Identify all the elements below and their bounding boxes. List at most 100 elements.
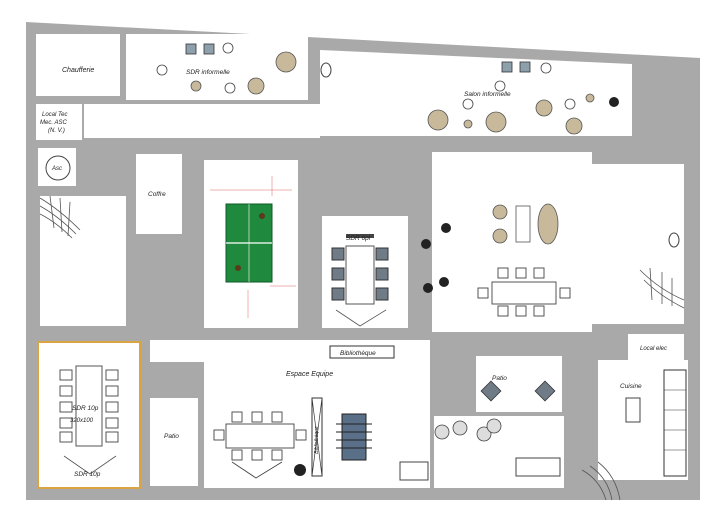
plant-icon (609, 97, 619, 107)
chair-icon (213, 429, 225, 441)
room-labels: Chaufferie SDR informelle Salon informel… (40, 67, 667, 478)
chair-icon (331, 287, 345, 301)
label-sdr-6pl: SDR 6pl (346, 235, 371, 242)
chair-icon (251, 411, 263, 423)
label-sdr-10p: SDR 10p (72, 405, 99, 412)
meeting-table (345, 245, 375, 305)
tv-screen (346, 234, 374, 238)
floor-patio-left (150, 398, 198, 486)
chair-icon (59, 369, 73, 381)
chair-icon (515, 267, 527, 279)
armchair-icon (427, 109, 449, 131)
clearance-dimension-lines (210, 176, 296, 318)
label-local-elec: Local elec (640, 346, 667, 352)
screen-projection (335, 309, 387, 327)
sdr-10p-furniture (59, 365, 119, 475)
lamp-icon (540, 62, 552, 74)
chair-icon (59, 385, 73, 397)
storage-box-icon (501, 61, 513, 73)
label-espace-equipe: Espace Equipe (286, 371, 333, 378)
label-cuisine: Cuisine (620, 383, 642, 390)
label-patio-left: Patio (164, 433, 179, 440)
bottom-armchairs (434, 418, 502, 442)
label-salon-informelle: Salon informelle (464, 91, 511, 98)
floor-local-tec (36, 104, 82, 140)
armchair-icon (452, 420, 468, 436)
small-table (515, 457, 561, 477)
floor-salon-informelle (320, 50, 632, 136)
lounge-seating (492, 203, 559, 245)
lamp-icon (494, 80, 506, 92)
work-table (225, 423, 295, 449)
staircase-right (639, 267, 685, 309)
chair-icon (497, 267, 509, 279)
floor-local-elec (628, 334, 684, 360)
armchair-icon (480, 380, 502, 402)
chair-icon (105, 431, 119, 443)
small-table (399, 461, 429, 481)
paddle-icon (235, 265, 241, 271)
plant-icon (441, 223, 451, 233)
patio-center-furniture (480, 380, 556, 402)
armchair-icon (486, 418, 502, 434)
chair-icon (105, 385, 119, 397)
label-local-tec: Local Tec (42, 112, 67, 118)
chair-icon (105, 369, 119, 381)
plant-icon (439, 277, 449, 287)
label-sdr-10p-bottom: SDR 10p (74, 471, 101, 478)
screen-projection (63, 455, 117, 475)
staircase-left (39, 195, 81, 239)
cuisine-cabinet-lines (664, 389, 686, 451)
armchair-icon (585, 93, 595, 103)
lounge-furniture (477, 267, 571, 317)
lamp-icon (224, 82, 236, 94)
chair-icon (375, 287, 389, 301)
dining-table (491, 281, 557, 305)
chair-icon (533, 267, 545, 279)
lamp-icon (222, 42, 234, 54)
bookshelf-cross (311, 397, 323, 477)
label-local-tec-3: (N. V.) (48, 128, 65, 134)
floor-corridor-top (84, 104, 320, 138)
bibliotheque-bar (329, 345, 395, 359)
chair-icon (231, 449, 243, 461)
plant-icon (423, 283, 433, 293)
chair-icon (559, 287, 571, 299)
sofa-icon (537, 203, 559, 245)
label-bibliotheque: Bibliothèque (340, 350, 376, 357)
armchair-icon (534, 380, 556, 402)
armchair-icon (565, 117, 583, 135)
chair-icon (295, 429, 307, 441)
armchair-icon (434, 424, 450, 440)
foosball-table (341, 413, 367, 461)
coffee-table (515, 205, 531, 243)
label-bibliotheque-vertical: Bibliothèque (314, 426, 320, 454)
espace-equipe-furniture (213, 411, 307, 479)
chair-icon (105, 401, 119, 413)
armchair-icon (492, 204, 508, 220)
storage-box-icon (203, 43, 215, 55)
light-fixtures (156, 42, 576, 110)
armchair-icon (535, 99, 553, 117)
chair-icon (271, 411, 283, 423)
paddle-icon (259, 213, 265, 219)
armchair-icon (463, 119, 473, 129)
sdr-10p-highlight (37, 341, 141, 489)
screen-projection (231, 461, 283, 479)
cuisine-cabinets (663, 369, 687, 477)
plants (294, 97, 619, 476)
chair-icon (59, 431, 73, 443)
armchair-icon (485, 111, 507, 133)
armchair-icon (492, 228, 508, 244)
chair-icon (231, 411, 243, 423)
informal-boxes (185, 43, 531, 73)
toilet-icon (320, 62, 332, 78)
storage-box-icon (519, 61, 531, 73)
chair-icon (59, 417, 73, 429)
chair-icon (251, 449, 263, 461)
floor-chaufferie (36, 34, 120, 96)
chair-icon (59, 401, 73, 413)
chair-icon (375, 267, 389, 281)
floor-lounge-right (432, 152, 592, 332)
